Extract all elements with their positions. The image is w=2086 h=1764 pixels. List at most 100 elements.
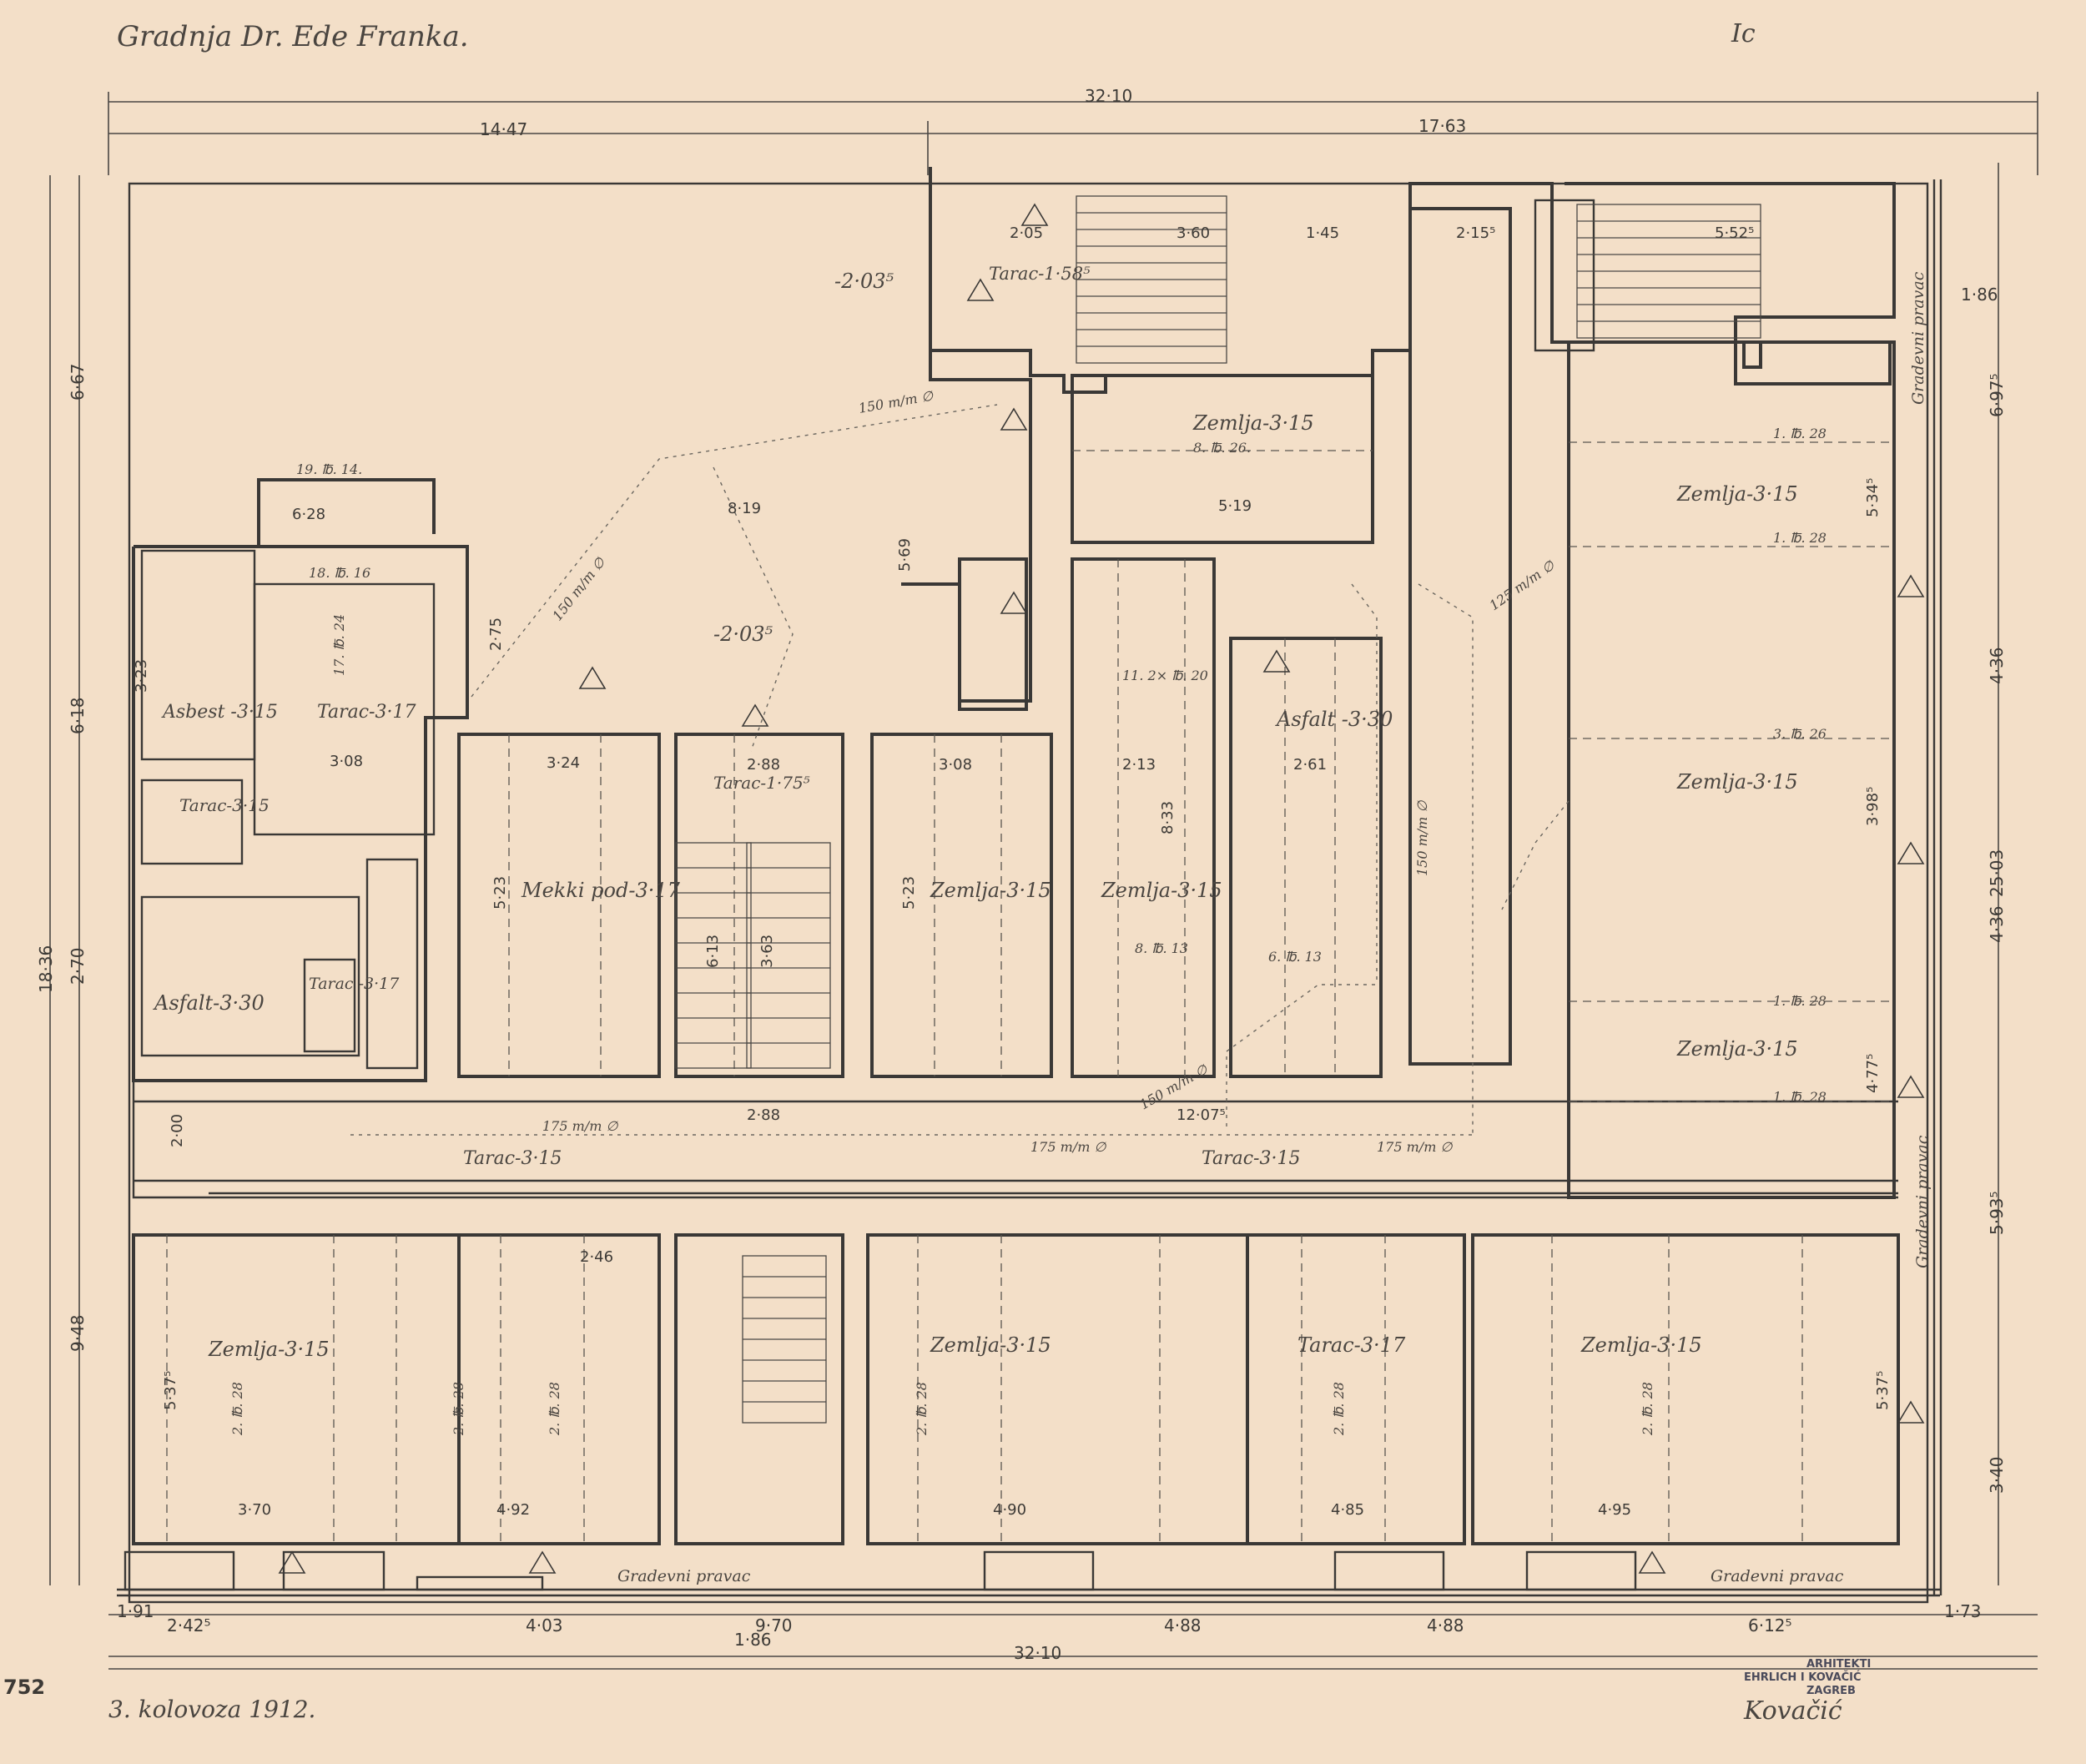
room-dim-3: 2·15⁵ bbox=[1456, 224, 1495, 242]
beam-labels: 19. ℔. 14. 18. ℔. 16 17. ℔. 24 8. ℔. 26.… bbox=[229, 426, 1827, 1436]
room-dim-14: 5·34⁵ bbox=[1864, 478, 1882, 517]
room-dim-9: 2·88 bbox=[747, 756, 780, 774]
room-dim-33: 5·69 bbox=[896, 538, 914, 572]
dim-bottom-2: 4·03 bbox=[526, 1615, 563, 1635]
sheet-mark: Ic bbox=[1731, 19, 1756, 48]
dim-top-total: 32·10 bbox=[1085, 86, 1132, 106]
beam-label-9: 1. ℔. 28 bbox=[1773, 1089, 1827, 1105]
stairs bbox=[675, 195, 1761, 1424]
beam-label-3: 8. ℔. 26. bbox=[1193, 440, 1251, 456]
dim-bottom-3: 9·70 bbox=[755, 1615, 793, 1635]
drawing-date: 3. kolovoza 1912. bbox=[108, 1696, 315, 1723]
room-dim-15: 3·98⁵ bbox=[1864, 787, 1882, 826]
room-dim-27: 4·95 bbox=[1598, 1501, 1631, 1519]
pipe-runs bbox=[350, 404, 1570, 1136]
room-dim-25: 4·90 bbox=[993, 1501, 1026, 1519]
beam-label-15: 2. ℔. 28 bbox=[1640, 1382, 1655, 1436]
building-line-3: Gradevni pravac bbox=[1913, 1135, 1932, 1268]
stamp-signature: Kovačić bbox=[1743, 1696, 1842, 1726]
room-label-18: Zemlja-3·15 bbox=[930, 1333, 1051, 1357]
room-dim-35: 3·70 bbox=[238, 1501, 271, 1519]
section-markers bbox=[278, 203, 1925, 1574]
dim-right-6: 3·40 bbox=[1987, 1456, 2007, 1494]
stamp-line-3: ZAGREB bbox=[1806, 1685, 1856, 1697]
room-dim-18: 5·23 bbox=[900, 876, 918, 910]
beam-label-5: 1. ℔. 28 bbox=[1773, 426, 1827, 441]
building-line-0: Gradevni pravac bbox=[617, 1567, 751, 1585]
beam-label-1: 18. ℔. 16 bbox=[309, 565, 370, 581]
architect-stamp: ARHITEKTI EHRLICH I KOVAČIĆ ZAGREB Kovač… bbox=[1743, 1658, 1871, 1726]
room-label-12: Asfalt-3·30 bbox=[153, 991, 265, 1015]
room-dim-6: 5·19 bbox=[1218, 497, 1252, 515]
room-label-16: Tarac-3·15 bbox=[1202, 1148, 1300, 1169]
dim-left-0: 6·67 bbox=[68, 363, 88, 401]
pipe-label-4: 175 m/m ∅ bbox=[1377, 1139, 1453, 1155]
pipe-label-2: 175 m/m ∅ bbox=[542, 1118, 618, 1134]
beam-label-10: 2. ℔. 28 bbox=[229, 1382, 245, 1436]
dim-bottom-8: 1·73 bbox=[1944, 1601, 1982, 1621]
dim-bottom-total: 32·10 bbox=[1014, 1643, 1061, 1663]
beam-label-17: 8. ℔. 13 bbox=[1135, 940, 1188, 956]
dim-bottom-5: 4·88 bbox=[1164, 1615, 1202, 1635]
dim-bottom-4: 1·86 bbox=[734, 1630, 772, 1650]
dim-right-2: 4·36 bbox=[1987, 647, 2007, 684]
dim-right-0: 1·86 bbox=[1961, 285, 1998, 305]
room-dim-16: 4·77⁵ bbox=[1864, 1054, 1882, 1093]
building-line-2: Gradevni pravac bbox=[1909, 271, 1927, 405]
room-dim-11: 2·13 bbox=[1122, 756, 1156, 774]
stamp-line-1: ARHITEKTI bbox=[1806, 1658, 1871, 1671]
room-dim-34: 2·00 bbox=[169, 1114, 186, 1147]
room-dim-17: 5·23 bbox=[491, 876, 509, 910]
dim-left-3: 2·70 bbox=[68, 947, 88, 985]
dim-right-3: 25·03 bbox=[1987, 849, 2007, 897]
room-dim-2: 1·45 bbox=[1306, 224, 1339, 242]
room-dim-10: 3·08 bbox=[939, 756, 972, 774]
room-label-9: Zemlja-3·15 bbox=[1101, 879, 1222, 902]
dim-bottom-0: 1·91 bbox=[117, 1601, 154, 1621]
room-labels: Tarac-1·58⁵ Zemlja-3·15 Zemlja-3·15 Asbe… bbox=[153, 264, 1798, 1361]
room-label-2: Zemlja-3·15 bbox=[1676, 482, 1798, 506]
building-line-1: Gradevni pravac bbox=[1711, 1567, 1844, 1585]
room-dim-21: 3·63 bbox=[758, 935, 776, 968]
room-dim-12: 2·61 bbox=[1293, 756, 1327, 774]
room-label-19: Tarac-3·17 bbox=[1297, 1333, 1406, 1357]
beam-label-16: 6. ℔. 13 bbox=[1268, 949, 1322, 965]
room-label-13: Tarac -3·17 bbox=[309, 975, 400, 993]
pipe-label-3: 175 m/m ∅ bbox=[1030, 1139, 1106, 1155]
room-label-15: Tarac-3·15 bbox=[463, 1148, 562, 1169]
dim-left-4: 9·48 bbox=[68, 1314, 88, 1352]
room-label-17: Zemlja-3·15 bbox=[208, 1338, 330, 1361]
drawing-title: Gradnja Dr. Ede Franka. bbox=[117, 20, 469, 53]
room-label-0: Tarac-1·58⁵ bbox=[989, 264, 1091, 284]
room-label-10: Asfalt -3·30 bbox=[1275, 708, 1393, 731]
left-dimensions: 6·67 6·18 18·36 2·70 9·48 bbox=[36, 175, 88, 1585]
room-dim-5: 6·28 bbox=[292, 506, 325, 523]
room-label-6: Mekki pod-3·17 bbox=[521, 879, 681, 902]
dashed-beams bbox=[166, 441, 1894, 1544]
room-dim-23: 2·46 bbox=[580, 1248, 613, 1266]
room-label-11: Zemlja-3·15 bbox=[1676, 770, 1798, 794]
room-label-20: Zemlja-3·15 bbox=[1580, 1333, 1702, 1357]
building-walls bbox=[123, 167, 1900, 1591]
room-label-3: Asbest -3·15 bbox=[161, 702, 278, 723]
room-label-4: Tarac-3·17 bbox=[317, 702, 416, 723]
dim-left-1: 6·18 bbox=[68, 697, 88, 734]
room-label-8: Zemlja-3·15 bbox=[930, 879, 1051, 902]
beam-label-7: 3. ℔. 26 bbox=[1773, 726, 1827, 742]
level-marker-1: -2·03⁵ bbox=[713, 622, 773, 646]
level-marker-0: -2·03⁵ bbox=[834, 270, 894, 293]
room-dim-30: 12·07⁵ bbox=[1177, 1106, 1226, 1124]
overall-dimensions: 32·10 14·47 17·63 32·10 bbox=[108, 86, 2038, 1670]
room-dim-24: 4·92 bbox=[496, 1501, 530, 1519]
room-dim-8: 3·24 bbox=[547, 754, 580, 772]
room-dim-19: 8·33 bbox=[1159, 801, 1177, 834]
dim-right-4: 4·36 bbox=[1987, 905, 2007, 943]
beam-label-2: 17. ℔. 24 bbox=[331, 614, 347, 676]
beam-label-12: 2. ℔. 28 bbox=[547, 1382, 562, 1436]
beam-label-6: 1. ℔. 28 bbox=[1773, 530, 1827, 546]
room-dim-1: 3·60 bbox=[1177, 224, 1210, 242]
room-dimensions: 2·05 3·60 1·45 2·15⁵ 5·52⁵ 6·28 5·19 8·1… bbox=[133, 224, 1892, 1519]
pipe-label-6: 150 m/m ∅ bbox=[1414, 800, 1430, 876]
dim-top-right: 17·63 bbox=[1418, 116, 1466, 136]
